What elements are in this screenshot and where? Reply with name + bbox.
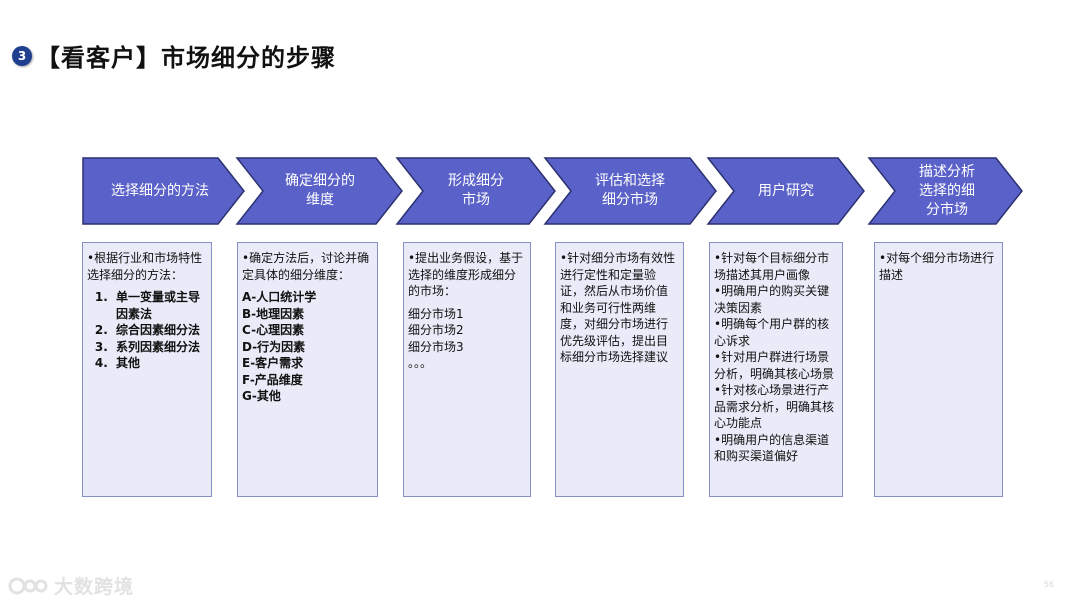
chevron-step-5 [706,157,865,225]
list-item: 细分市场2 [408,323,464,337]
method-intro: •根据行业和市场特性选择细分的方法： [87,251,203,282]
list-item: B-地理因素 [242,306,305,321]
step-label-5: 用户研究 [758,182,814,199]
chevron-step-3 [395,157,556,225]
list-item: F-产品维度 [242,372,303,387]
dimension-intro: •确定方法后，讨论并确定具体的细分维度： [242,251,370,282]
list-item: 综合因素细分法 [112,322,207,339]
step-label-6: 描述分析 选择的细 分市场 [919,163,975,218]
list-item: A-人口统计学 [242,290,317,304]
list-item: •针对用户群进行场景分析，明确其核心场景 [714,350,835,381]
list-item: D-行为因素 [242,339,306,354]
list-item: C-心理因素 [242,323,305,337]
step-label-1: 选择细分的方法 [111,182,209,199]
list-item: •针对每个目标细分市场描述其用户画像 [714,251,830,282]
watermark: 大数跨境 [8,572,134,599]
describe-text: •对每个细分市场进行描述 [879,251,995,282]
list-item: 系列因素细分法 [112,339,207,356]
detail-box-dimension: •确定方法后，讨论并确定具体的细分维度： A-人口统计学 B-地理因素 C-心理… [237,242,378,497]
method-list: 单一变量或主导因素法 综合因素细分法 系列因素细分法 其他 [87,289,207,372]
step-label-4: 评估和选择 细分市场 [595,173,665,208]
chevron-step-6 [867,157,1023,225]
list-item: •明确每个用户群的核心诉求 [714,317,830,348]
detail-box-segments: •提出业务假设，基于选择的维度形成细分的市场： 细分市场1 细分市场2 细分市场… [403,242,531,497]
step-label-3: 形成细分 市场 [448,173,504,208]
segments-intro: •提出业务假设，基于选择的维度形成细分的市场： [408,251,524,298]
detail-box-method: •根据行业和市场特性选择细分的方法： 单一变量或主导因素法 综合因素细分法 系列… [82,242,212,497]
chevron-step-4 [543,157,717,225]
step-number-badge: 3 [12,45,32,66]
detail-box-user-research: •针对每个目标细分市场描述其用户画像 •明确用户的购买关键决策因素 •明确每个用… [709,242,843,497]
list-item: 细分市场1 [408,306,464,321]
list-item: •明确用户的购买关键决策因素 [714,284,830,315]
list-item: •针对核心场景进行产品需求分析，明确其核心功能点 [714,383,835,430]
chevron-step-2 [235,157,403,225]
list-item: 单一变量或主导因素法 [112,289,207,322]
watermark-text: 大数跨境 [54,576,135,598]
slide-title: 【看客户】市场细分的步骤 [36,44,336,72]
list-item: •明确用户的信息渠道和购买渠道偏好 [714,432,830,464]
chevron-step-1 [82,157,245,225]
list-item: 其他 [112,355,207,372]
detail-box-evaluate: •针对细分市场有效性进行定性和定量验证，然后从市场价值和业务可行性两维度，对细分… [555,242,684,497]
list-item: G-其他 [242,389,281,403]
list-item: 。。。 [408,356,433,370]
page-number: 56 [1043,580,1054,589]
step-label-2: 确定细分的 维度 [285,173,355,208]
watermark-logo-icon [8,577,48,594]
list-item: E-客户需求 [242,356,304,370]
list-item: 细分市场3 [408,339,464,354]
slide-header: 3 【看客户】市场细分的步骤 [12,38,336,73]
evaluate-text: •针对细分市场有效性进行定性和定量验证，然后从市场价值和业务可行性两维度，对细分… [560,251,676,364]
detail-box-describe: •对每个细分市场进行描述 [874,242,1003,497]
